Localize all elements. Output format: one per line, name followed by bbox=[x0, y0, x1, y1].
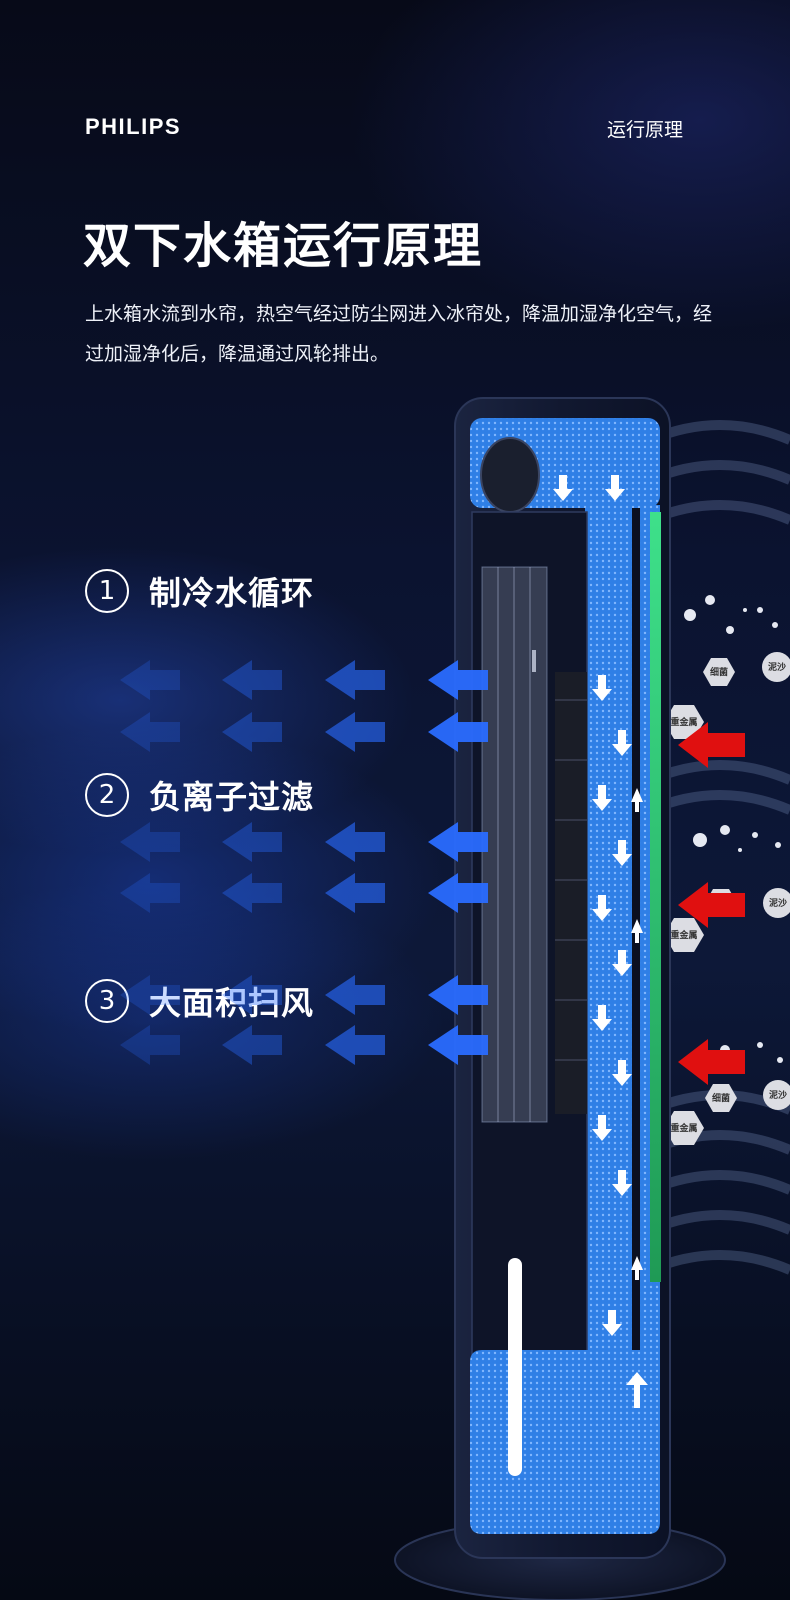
feature-number: 3 bbox=[85, 979, 129, 1023]
blower-wheel bbox=[555, 672, 587, 1114]
lower-water-tank bbox=[470, 1350, 660, 1534]
water-curtain-channel bbox=[585, 505, 660, 1365]
brand-logo: PHILIPS bbox=[85, 114, 182, 139]
feature-item: 2 负离子过滤 bbox=[85, 772, 314, 818]
filter-strip bbox=[650, 512, 661, 1282]
water-level-indicator bbox=[508, 1258, 522, 1476]
feature-label: 制冷水循环 bbox=[149, 574, 315, 612]
section-label: 运行原理 bbox=[607, 119, 684, 141]
cool-air-arrows bbox=[120, 660, 488, 1065]
pollutant-label: 泥沙 bbox=[768, 661, 786, 673]
pollutant-label: 重金属 bbox=[670, 1122, 697, 1134]
pollutant-label: 泥沙 bbox=[769, 1089, 787, 1101]
feature-label: 负离子过滤 bbox=[149, 778, 315, 816]
feature-number: 1 bbox=[85, 569, 129, 613]
hot-air-arrows bbox=[678, 722, 745, 1085]
description: 上水箱水流到水帘，热空气经过防尘网进入冰帘处，降温加湿净化空气，经过加湿净化后，… bbox=[85, 303, 713, 365]
water-flow-arrows bbox=[553, 475, 648, 1408]
page-title: 双下水箱运行原理 bbox=[83, 218, 484, 274]
pollutant-label: 细菌 bbox=[712, 1092, 730, 1104]
pollutant-badges: 细菌 泥沙 重金属 细菌 泥沙 重金属 细菌 泥沙 bbox=[664, 652, 790, 1145]
air-grille-panel bbox=[481, 566, 548, 1123]
pollutant-label: 重金属 bbox=[670, 716, 697, 728]
pollutant-label: 泥沙 bbox=[769, 897, 787, 909]
control-panel-icon bbox=[480, 437, 540, 513]
feature-item: 1 制冷水循环 bbox=[85, 568, 314, 614]
pollutant-label: 重金属 bbox=[670, 929, 697, 941]
pollutant-label: 细菌 bbox=[710, 666, 728, 678]
feature-number: 2 bbox=[85, 773, 129, 817]
